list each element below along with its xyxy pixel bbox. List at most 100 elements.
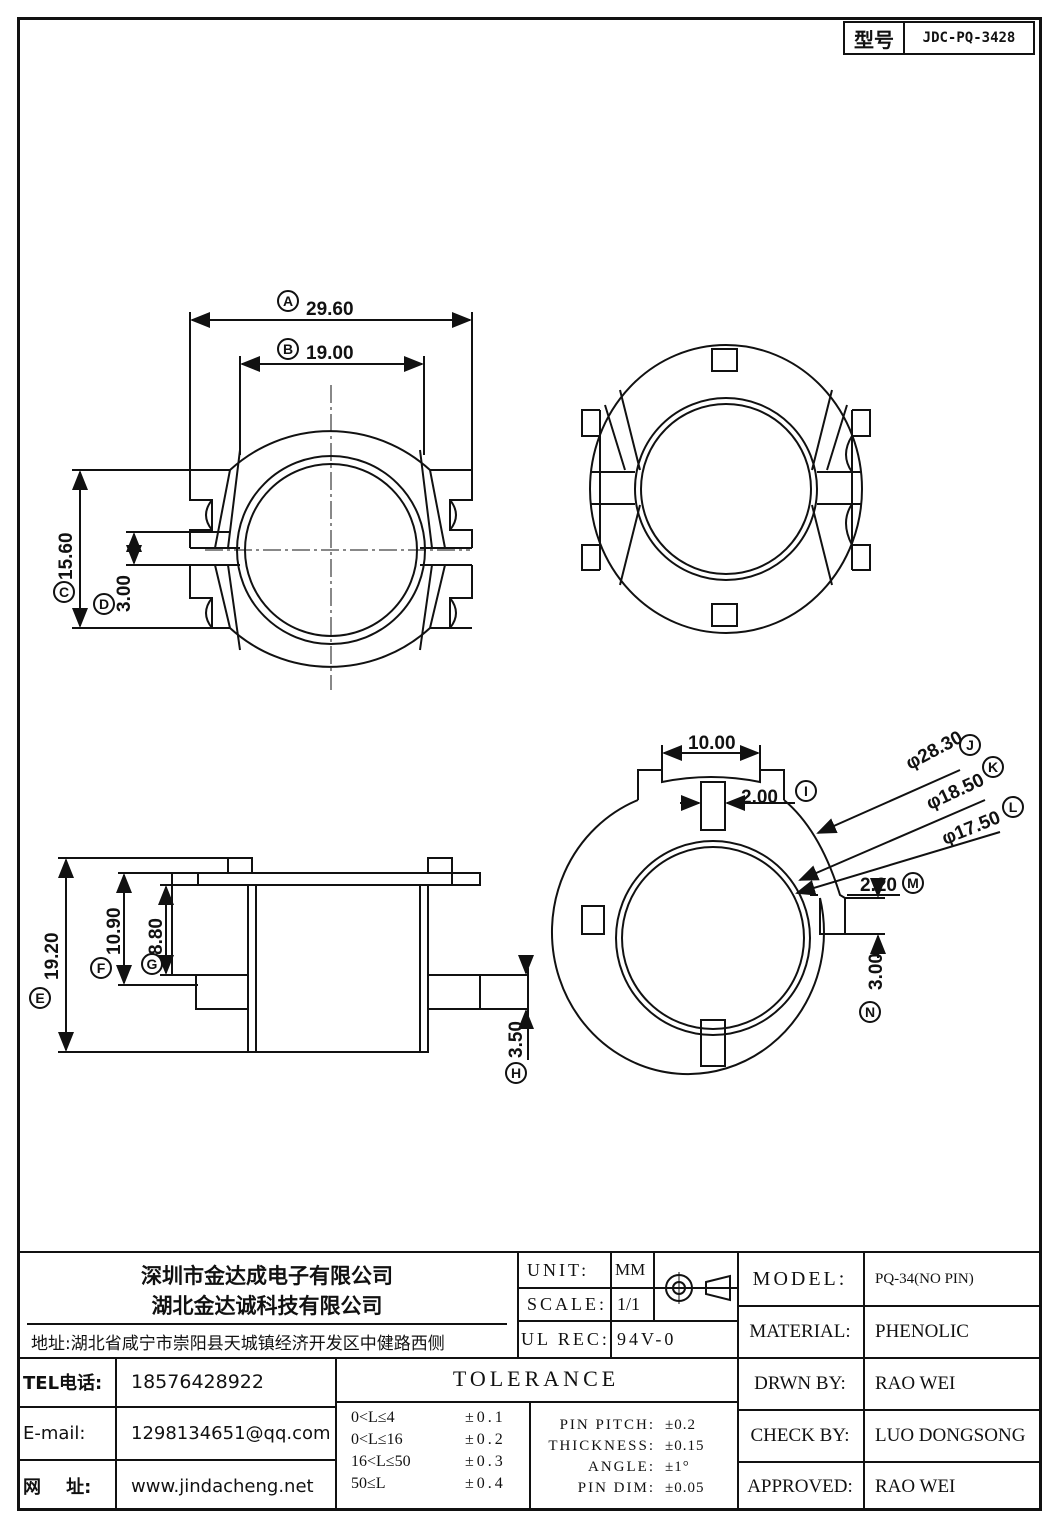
tb-vline-right [737,1251,739,1511]
approved-label: APPROVED: [747,1476,853,1497]
tb-line-model [737,1305,1042,1307]
drawn-by-value: RAO WEI [875,1373,956,1394]
scale-label: SCALE: [527,1293,608,1314]
ref-e-marker: E [29,987,51,1009]
material-label: MATERIAL: [749,1321,851,1342]
dim-f: 10.90 [104,907,125,955]
tb-vline-labels [863,1251,865,1511]
svg-text:C: C [59,584,69,600]
dim-c: 15.60 [56,532,77,580]
tol-value-3: ±0.3 [465,1453,506,1470]
title-block: 深圳市金达成电子有限公司 湖北金达诚科技有限公司 地址:湖北省咸宁市崇阳县天城镇… [17,1251,1042,1511]
tol-range-1: 0<L≤4 [351,1409,395,1426]
ul-label: UL REC: [521,1328,610,1349]
company-name-2: 湖北金达诚科技有限公司 [151,1294,383,1318]
material-value: PHENOLIC [875,1321,969,1342]
tb-line-tolerance [335,1401,737,1403]
model-field-value: PQ-34(NO PIN) [875,1270,974,1287]
tol-range-3: 16<L≤50 [351,1453,411,1470]
dim-i: 2.00 [741,787,778,808]
svg-text:N: N [865,1004,875,1020]
tb-divider [17,1357,1042,1359]
ref-h-marker: H [505,1062,527,1084]
dim-g: 8.80 [146,918,167,955]
tb-vline-unit-value [610,1251,612,1357]
ref-j-marker: J [959,734,981,756]
unit-label: UNIT: [527,1259,590,1280]
check-by-value: LUO DONGSONG [875,1425,1026,1446]
email-label: E-mail: [23,1422,86,1444]
tel-label: TEL电话: [23,1373,103,1394]
tol-spec-angle-value: ±1° [665,1458,690,1475]
tolerance-title: TOLERANCE [452,1366,620,1391]
dim-d: 3.00 [114,575,135,612]
tb-vline-tol-split [529,1401,531,1511]
ref-g-marker: G [141,953,163,975]
dim-width-top: 10.00 [688,733,736,754]
drawn-by-label: DRWN BY: [754,1373,846,1394]
svg-text:M: M [907,875,919,891]
tol-value-1: ±0.1 [465,1409,506,1426]
svg-text:B: B [283,341,293,357]
tol-value-2: ±0.2 [465,1431,506,1448]
ul-value: 94V-0 [617,1328,677,1349]
svg-text:A: A [283,293,293,309]
svg-text:H: H [511,1065,521,1081]
ref-l-marker: L [1002,796,1024,818]
svg-text:I: I [804,783,808,799]
company-name-1: 深圳市金达成电子有限公司 [141,1264,393,1288]
tol-range-4: 50≤L [351,1475,386,1492]
web-value[interactable]: www.jindacheng.net [131,1475,314,1497]
dim-h: 3.50 [506,1021,527,1058]
ref-b-marker: B [277,338,299,360]
dim-e: 19.20 [42,932,63,980]
ref-f-marker: F [90,957,112,979]
web-label: 网 址: [23,1477,92,1498]
tol-spec-pin-dim-label: PIN DIM: [577,1479,655,1496]
tb-vline-unit [517,1251,519,1357]
tb-vline-contact [115,1357,117,1511]
tol-spec-pin-dim-value: ±0.05 [665,1479,705,1496]
dim-l: φ17.50 [939,807,1004,849]
svg-text:D: D [99,596,109,612]
view-top-right [581,344,871,634]
ref-k-marker: K [982,756,1004,778]
company-address: 地址:湖北省咸宁市崇阳县天城镇经济开发区中健路西侧 [31,1333,445,1354]
ref-n-marker: N [859,1001,881,1023]
svg-text:E: E [35,990,44,1006]
tb-line-tel [17,1406,335,1408]
svg-text:F: F [97,960,106,976]
dim-a: 29.60 [306,299,354,320]
model-label: 型号 [845,23,905,53]
ref-i-marker: I [795,780,817,802]
tol-value-4: ±0.4 [465,1475,506,1492]
tol-range-2: 0<L≤16 [351,1431,403,1448]
model-number: JDC-PQ-3428 [922,30,1016,46]
view-side [58,857,534,1060]
tb-line-address [27,1323,507,1325]
tol-spec-thickness-value: ±0.15 [665,1437,705,1454]
email-value[interactable]: 1298134651@qq.com [131,1422,331,1444]
tb-line-unit [517,1287,737,1289]
tol-spec-pin-pitch-label: PIN PITCH: [559,1416,655,1433]
tol-spec-angle-label: ANGLE: [588,1458,655,1475]
ref-d-marker: D [93,593,115,615]
dim-j: φ28.30 [902,727,966,774]
check-by-label: CHECK BY: [750,1425,850,1446]
ref-m-marker: M [902,872,924,894]
approved-value: RAO WEI [875,1476,956,1497]
dim-b: 19.00 [306,343,354,364]
model-field-label: MODEL: [752,1267,848,1290]
view-bottom-right [550,745,1001,1076]
tb-line-scale [517,1320,737,1322]
tb-line-check [737,1461,1042,1463]
tb-vline-tolerance [335,1357,337,1511]
dim-k: φ18.50 [923,770,987,815]
svg-text:G: G [147,956,158,972]
scale-value: 1/1 [617,1293,641,1314]
view-front [72,312,473,690]
model-number-box: 型号 JDC-PQ-3428 [843,21,1035,55]
dim-m: 2.20 [860,875,897,896]
ref-c-marker: C [53,581,75,603]
